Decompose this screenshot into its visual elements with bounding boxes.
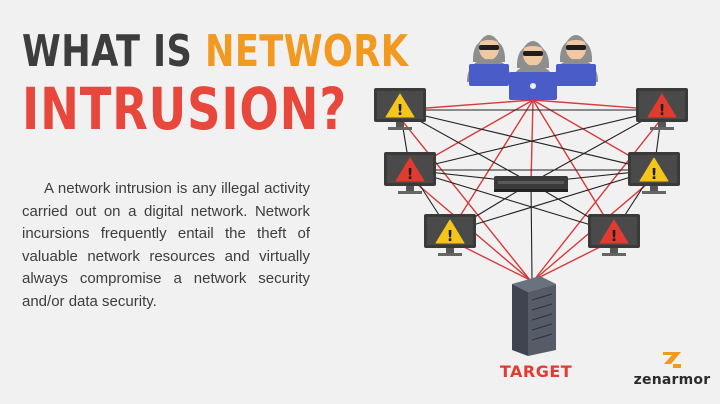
hacker-right [554, 35, 598, 86]
warning-icon: ! [395, 157, 425, 183]
hacker-left [467, 35, 511, 86]
svg-text:!: ! [611, 227, 618, 245]
description-text: A network intrusion is any illegal activ… [22, 180, 310, 310]
title-network: Network [204, 26, 409, 77]
warning-icon: ! [385, 93, 415, 119]
warning-icon: ! [599, 219, 629, 245]
hacker-center [509, 41, 557, 100]
svg-text:!: ! [659, 101, 666, 119]
warning-icon: ! [639, 157, 669, 183]
svg-text:!: ! [447, 227, 454, 245]
page-title: What is Network Intrusion? [22, 30, 408, 143]
network-switch [494, 176, 568, 192]
warning-icon: ! [435, 219, 465, 245]
svg-text:!: ! [397, 101, 404, 119]
monitor-right-3: ! [588, 214, 640, 256]
monitor-right-1: ! [636, 88, 688, 130]
svg-text:!: ! [651, 165, 658, 183]
monitor-left-2: ! [384, 152, 436, 194]
brand: zenarmor [628, 350, 716, 388]
target-server [512, 276, 556, 356]
hacker-group [467, 35, 598, 100]
zenarmor-logo-icon [663, 352, 681, 368]
title-what-is: What is [22, 26, 205, 77]
monitor-left-3: ! [424, 214, 476, 256]
monitor-right-2: ! [628, 152, 680, 194]
title-line-1: What is Network [22, 30, 408, 74]
monitor-left-1: ! [374, 88, 426, 130]
title-intrusion: Intrusion? [22, 75, 348, 143]
svg-text:!: ! [407, 165, 414, 183]
brand-name: zenarmor [633, 372, 711, 388]
target-label: TARGET [499, 362, 573, 381]
warning-icon: ! [647, 93, 677, 119]
